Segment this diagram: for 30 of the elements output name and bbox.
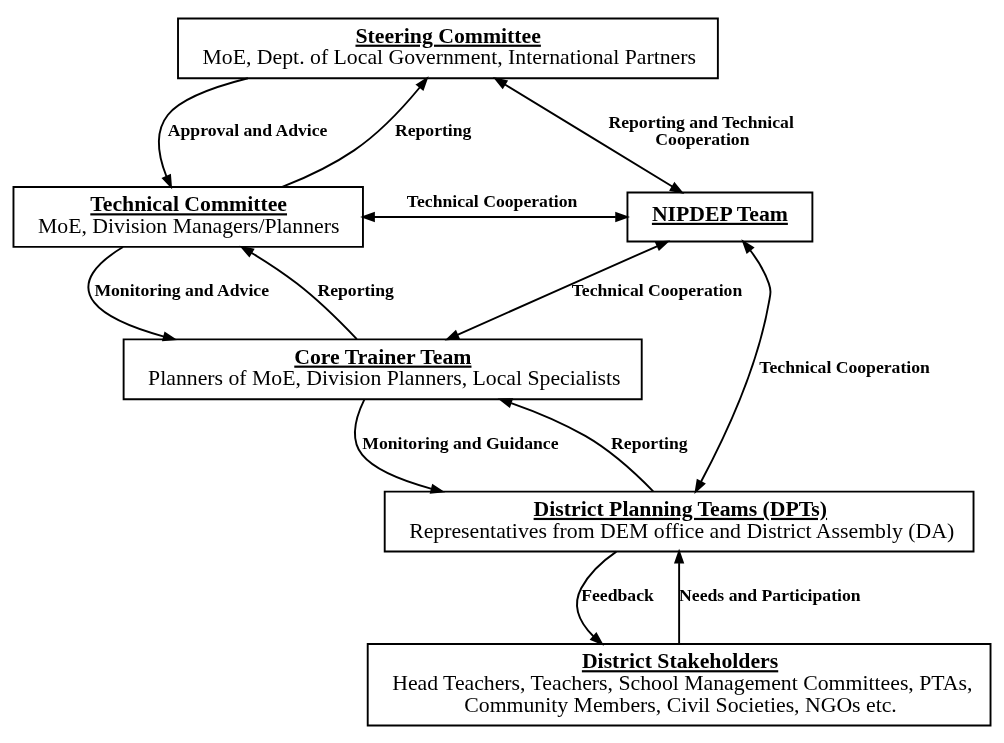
node-box: Technical Committee MoE, Division Managers/Planners <box>12 185 364 248</box>
node-box: District Stakeholders Head Teachers, Teachers, School Management Committees, PTAs, Community Members, Civil Societies, NGOs etc. <box>366 642 992 726</box>
arrow <box>444 239 671 340</box>
edge-label: Reporting <box>317 279 394 300</box>
arrow <box>497 397 655 492</box>
edge-label: Needs and Participation <box>679 584 861 605</box>
node-box: Core Trainer Team Planners of MoE, Division Planners, Local Specialists <box>122 337 643 400</box>
edge-label: Reporting and Technical Cooperation <box>608 111 794 149</box>
arrow <box>87 245 178 341</box>
arrow <box>492 76 685 194</box>
arrow <box>158 76 249 189</box>
edge-label: Reporting <box>394 119 472 140</box>
edge-label: Monitoring and Advice <box>94 279 270 300</box>
arrow <box>354 398 446 494</box>
edge-label: Feedback <box>581 584 654 605</box>
edge-label: Approval and Advice <box>167 119 328 140</box>
arrow <box>360 211 630 222</box>
node-box: NIPDEP Team <box>626 191 814 242</box>
edge-label: Technical Cooperation <box>571 279 743 300</box>
arrow <box>673 548 685 644</box>
arrow <box>694 238 772 494</box>
node-box: District Planning Teams (DPTs) Representatives from DEM office and District Assembly (DA) <box>383 490 975 552</box>
arrow <box>281 75 429 188</box>
edge-label: Technical Cooperation <box>759 356 930 377</box>
node-box: Steering Committee MoE, Dept. of Local Government, International Partners <box>177 17 719 79</box>
edge-label: Reporting <box>611 432 688 453</box>
arrow <box>239 245 358 340</box>
edge-label: Technical Cooperation <box>406 190 578 211</box>
edge-label: Monitoring and Guidance <box>362 432 559 453</box>
arrow <box>576 550 618 646</box>
